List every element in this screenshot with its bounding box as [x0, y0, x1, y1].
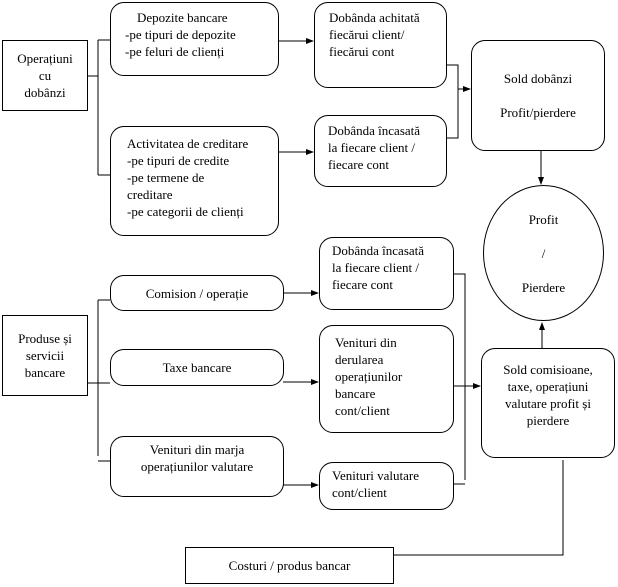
- commission-box: Comision / operație: [110, 275, 284, 311]
- label: /: [541, 245, 546, 261]
- label: Venituri valutare: [332, 468, 419, 483]
- label: Sold dobânzi: [503, 71, 573, 86]
- label: Profit: [528, 211, 559, 227]
- label: dobânzi: [24, 85, 66, 100]
- label: operațiunilor valutare: [140, 459, 254, 474]
- label: fiecare cont: [328, 157, 389, 172]
- deposits-box: Depozite bancare -pe tipuri de depozite …: [110, 2, 279, 76]
- label: Operațiuni: [17, 51, 73, 66]
- label: fiecărui cont: [329, 44, 395, 59]
- profit-loss-ellipse: Profit / Pierdere: [483, 185, 604, 321]
- label: -pe termene de: [127, 170, 205, 185]
- fx-income-box: Venituri valutare cont/client: [319, 462, 454, 510]
- label: la fiecare client /: [332, 260, 419, 275]
- costs-connector: [393, 460, 564, 556]
- label: Taxe bancare: [162, 360, 232, 375]
- label: -pe categorii de clienți: [127, 204, 244, 219]
- label: Venituri din marja: [149, 442, 245, 457]
- label: Costuri / produs bancar: [228, 558, 351, 573]
- label: Venituri din: [335, 335, 397, 350]
- fees-box: Taxe bancare: [110, 349, 284, 386]
- label: -pe tipuri de credite: [127, 153, 230, 168]
- label: Produse și: [18, 331, 72, 346]
- label: cu: [38, 68, 52, 83]
- costs-box: Costuri / produs bancar: [185, 547, 394, 584]
- label: servicii: [25, 348, 65, 363]
- label: cont/client: [335, 403, 390, 418]
- bracket-products: [87, 299, 110, 462]
- label: fiecare cont: [332, 277, 393, 292]
- fx-margin-box: Venituri din marja operațiunilor valutar…: [110, 436, 284, 497]
- label: Profit/pierdere: [500, 105, 576, 120]
- operations-income-box: Venituri din derularea operațiunilor ban…: [319, 325, 454, 433]
- interest-paid-box: Dobânda achitată fiecărui client/ fiecăr…: [314, 2, 447, 88]
- label: cont/client: [332, 485, 387, 500]
- interest-operations-box: Operațiuni cu dobânzi: [2, 40, 88, 111]
- label: Activitatea de creditare: [127, 136, 249, 151]
- label: valutare profit și: [505, 396, 591, 411]
- label: bancare: [24, 365, 66, 380]
- lending-box: Activitatea de creditare -pe tipuri de c…: [110, 126, 279, 236]
- commission-balance-box: Sold comisioane, taxe, operațiuni valuta…: [481, 348, 615, 458]
- bracket-interest: [87, 39, 110, 176]
- label: Comision / operație: [145, 285, 249, 301]
- label: Depozite bancare: [137, 10, 228, 25]
- bracket-income-right: [453, 273, 466, 485]
- interest-balance-box: Sold dobânzi Profit/pierdere: [471, 40, 605, 151]
- products-box: Produse și servicii bancare: [2, 315, 88, 396]
- label: taxe, operațiuni: [507, 379, 589, 394]
- label: Dobânda achitată: [329, 10, 420, 25]
- label: derularea: [335, 352, 384, 367]
- label: Dobânda încasată: [328, 123, 421, 138]
- label: la fiecare client /: [328, 140, 415, 155]
- label: bancare: [335, 386, 376, 401]
- label: -pe feluri de clienți: [125, 44, 225, 59]
- label: fiecărui client/: [329, 27, 405, 42]
- label: Pierdere: [521, 279, 566, 295]
- interest-received-2-box: Dobânda încasată la fiecare client / fie…: [319, 237, 454, 310]
- label: pierdere: [526, 413, 570, 428]
- label: Sold comisioane,: [503, 362, 593, 377]
- label: -pe tipuri de depozite: [125, 27, 236, 42]
- label: Dobânda încasată: [332, 243, 425, 258]
- bracket-interest-right: [446, 64, 459, 139]
- label: creditare: [127, 187, 173, 202]
- interest-received-box: Dobânda încasată la fiecare client / fie…: [314, 115, 447, 187]
- label: operațiunilor: [335, 369, 403, 384]
